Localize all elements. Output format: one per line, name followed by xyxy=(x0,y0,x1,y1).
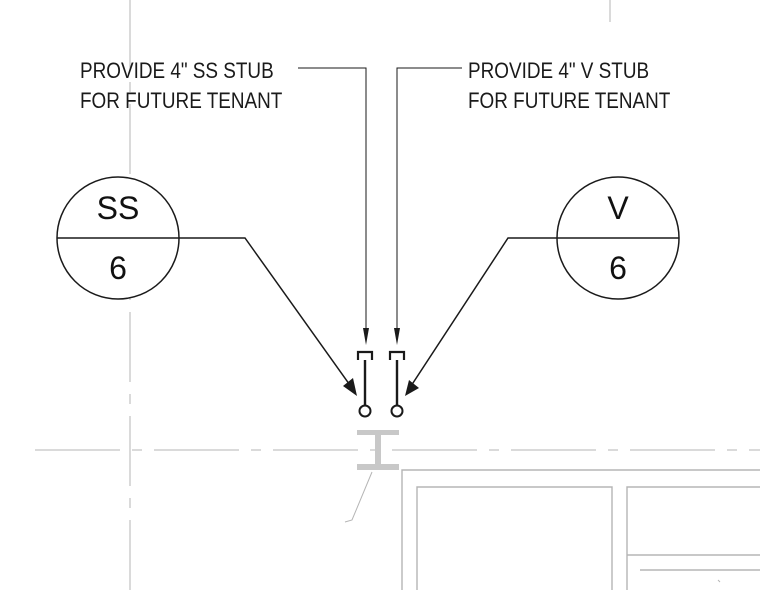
ss-detail-tag: SS 6 xyxy=(56,176,180,300)
note-leaders xyxy=(298,67,462,345)
room-outline-left xyxy=(416,486,613,590)
wall-outline-outer xyxy=(401,469,760,590)
room-inner-lines xyxy=(627,554,760,571)
v-leader-arrow-icon xyxy=(394,328,400,345)
v-stub-symbol xyxy=(388,350,406,418)
ss-tag-leader xyxy=(179,237,353,389)
ss-tag-arrow-icon xyxy=(343,378,357,396)
ss-stub-symbol xyxy=(356,350,374,418)
ss-stub-cap-icon xyxy=(356,350,374,360)
beam-bottom-flange xyxy=(357,464,399,470)
ss-leader-arrow-icon xyxy=(363,328,369,345)
tick-mark xyxy=(717,579,721,583)
v-tag-leader xyxy=(410,237,557,387)
v-tag-label: V xyxy=(607,190,629,226)
v-tag-arrow-icon xyxy=(405,380,419,396)
ss-tag-number: 6 xyxy=(109,250,127,286)
v-stub-cap-icon xyxy=(388,350,406,360)
v-stub-circle-icon xyxy=(390,404,404,418)
beam-web xyxy=(375,435,381,464)
leader-gray xyxy=(344,471,373,523)
ss-note-line1: PROVIDE 4" SS STUB xyxy=(80,59,274,84)
ss-note-line2: FOR FUTURE TENANT xyxy=(80,89,283,114)
beam-top-flange xyxy=(357,430,399,435)
room-outline-right xyxy=(626,486,760,590)
ss-tag-label: SS xyxy=(97,190,140,226)
v-detail-tag: V 6 xyxy=(556,176,680,300)
steel-beam-icon xyxy=(357,430,399,470)
v-note-line2: FOR FUTURE TENANT xyxy=(468,89,671,114)
v-note-line1: PROVIDE 4" V STUB xyxy=(468,59,649,84)
v-tag-number: 6 xyxy=(609,250,627,286)
ss-stub-circle-icon xyxy=(358,404,372,418)
